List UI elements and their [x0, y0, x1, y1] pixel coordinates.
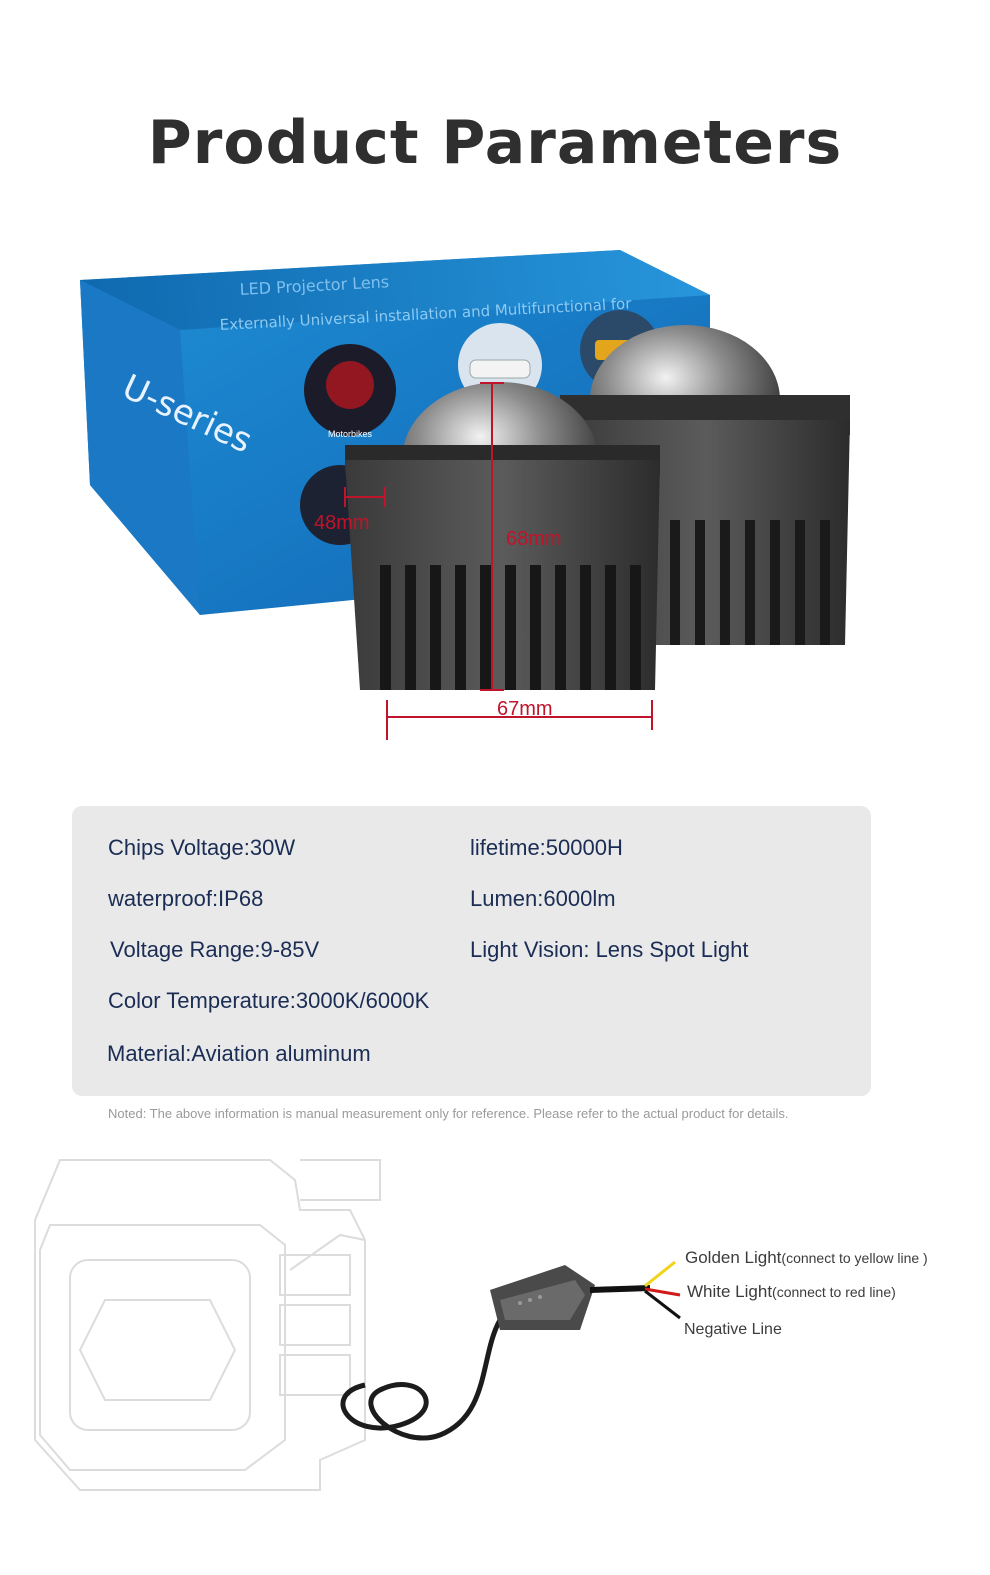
- golden-light-label: Golden Light(connect to yellow line ): [685, 1248, 928, 1267]
- box-icon-label: Motorbikes: [328, 429, 373, 439]
- spec-color-temperature: Color Temperature:3000K/6000K: [108, 988, 430, 1013]
- golden-wire: [644, 1260, 676, 1288]
- wiring-diagram: Golden Light(connect to yellow line ) Wh…: [20, 1140, 980, 1570]
- dimension-markers: [344, 382, 653, 740]
- spec-material: Material:Aviation aluminum: [107, 1041, 371, 1066]
- projector-lens-front: [345, 382, 660, 690]
- lamp-outline: [34, 1159, 381, 1491]
- spec-light-vision: Light Vision: Lens Spot Light: [470, 937, 749, 962]
- white-wire: [644, 1287, 681, 1297]
- depth-dimension-label: 48mm: [314, 512, 370, 534]
- spec-chips-voltage: Chips Voltage:30W: [108, 835, 296, 860]
- negative-wire: [644, 1289, 681, 1320]
- width-dimension-label: 67mm: [497, 698, 553, 720]
- white-light-label: White Light(connect to red line): [687, 1282, 896, 1301]
- spec-voltage-range: Voltage Range:9-85V: [110, 937, 320, 962]
- product-hero-image: U-series LED Projector Lens Externally U…: [60, 235, 940, 765]
- negative-line-label: Negative Line: [684, 1321, 782, 1338]
- page-title: Product Parameters: [147, 108, 843, 178]
- spec-lumen: Lumen:6000lm: [470, 886, 616, 911]
- power-cable: [340, 1318, 503, 1441]
- spec-waterproof: waterproof:IP68: [108, 886, 264, 911]
- disclaimer-note: Noted: The above information is manual m…: [108, 1106, 789, 1121]
- height-dimension-label: 68mm: [506, 528, 562, 550]
- specs-panel: Chips Voltage:30W lifetime:50000H waterp…: [72, 806, 871, 1096]
- spec-lifetime: lifetime:50000H: [470, 835, 623, 860]
- control-module: [490, 1265, 595, 1330]
